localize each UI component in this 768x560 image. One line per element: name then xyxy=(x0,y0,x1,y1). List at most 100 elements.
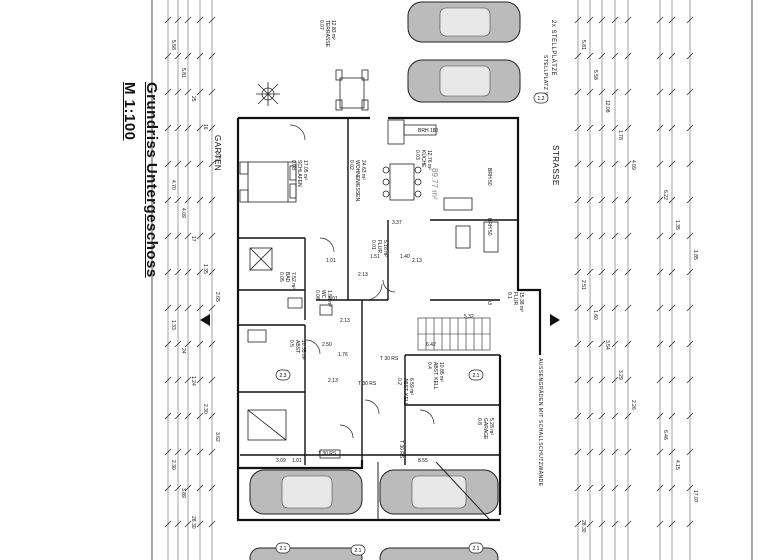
room-name: TERRASSE xyxy=(324,20,330,48)
dimension-tick xyxy=(196,304,204,312)
dimension-tick xyxy=(574,340,582,348)
dimension-tick xyxy=(611,376,619,384)
shower xyxy=(249,247,273,271)
dimension-label: 2.30 xyxy=(170,460,176,470)
dimension-tick xyxy=(574,16,582,24)
dimension-label: 2.26 xyxy=(630,400,636,410)
dimension-tick xyxy=(686,124,694,132)
dimension-tick xyxy=(184,124,192,132)
dimension-tick xyxy=(656,52,664,60)
svg-text:2.3: 2.3 xyxy=(280,373,287,379)
dimension-tick xyxy=(208,52,216,60)
dimension-tick xyxy=(668,268,676,276)
garage-lines xyxy=(377,461,491,521)
svg-text:2.1: 2.1 xyxy=(280,546,287,552)
dimension-tick xyxy=(668,124,676,132)
dimension-tick xyxy=(611,448,619,456)
sofa xyxy=(443,197,473,211)
dimension-tick xyxy=(624,412,632,420)
dimension-tick xyxy=(196,520,204,528)
dimension-tick xyxy=(611,160,619,168)
dimension-tick xyxy=(598,88,606,96)
dimension-label: 16 xyxy=(202,124,208,130)
dimension-tick xyxy=(184,16,192,24)
dimension-tick xyxy=(174,88,182,96)
room-area: 17.05 m² xyxy=(302,160,308,180)
dimension-tick xyxy=(174,520,182,528)
door-t30-b: T 30 RS xyxy=(358,381,377,387)
dimension-label: 17.07 xyxy=(692,490,698,503)
dimension-tick xyxy=(208,124,216,132)
dimension-tick xyxy=(174,340,182,348)
dimension-tick xyxy=(656,268,664,276)
dimension-label: 2.13 xyxy=(358,272,368,278)
dimension-tick xyxy=(656,16,664,24)
dimension-lines-left xyxy=(167,0,213,560)
dimension-label: 1.01 xyxy=(326,258,336,264)
dimension-tick xyxy=(184,340,192,348)
dimension-label: 1.35 xyxy=(674,220,680,230)
dimension-tick xyxy=(586,88,594,96)
dimension-tick xyxy=(208,304,216,312)
dimension-tick xyxy=(586,196,594,204)
dimension-label: 3.54 xyxy=(604,340,610,350)
dimension-tick xyxy=(586,376,594,384)
dimension-label: 28.30 xyxy=(190,516,196,529)
dimension-label: 5.32 xyxy=(464,314,474,320)
dimension-tick xyxy=(164,268,172,276)
washer xyxy=(247,329,267,343)
dimension-tick xyxy=(184,304,192,312)
room-area: 10.85 m² xyxy=(438,362,444,382)
dimension-tick xyxy=(196,448,204,456)
dimension-tick xyxy=(164,412,172,420)
dimension-tick xyxy=(164,196,172,204)
door-t30-d: T 30 RS xyxy=(318,451,337,457)
dimension-tick xyxy=(574,520,582,528)
room-area: 5.28 m² xyxy=(488,418,494,435)
dimension-tick xyxy=(598,232,606,240)
dimension-label: 6.42 xyxy=(426,342,436,348)
dimension-tick xyxy=(184,412,192,420)
dimension-tick xyxy=(208,160,216,168)
inline-labels: BRH 180 BRH 50 BRH 50 T 30 RS T 30 RS T … xyxy=(318,128,492,459)
dimension-label: 2.65 xyxy=(214,292,220,302)
dimension-tick xyxy=(574,484,582,492)
dining-table xyxy=(389,163,415,201)
dimension-label: 1.33 xyxy=(170,320,176,330)
dimension-tick xyxy=(208,340,216,348)
door-t30-a: T 30 RS xyxy=(380,356,399,362)
room-code: 0.05 xyxy=(278,272,284,282)
dimension-tick xyxy=(208,232,216,240)
room-name: KÜCHE xyxy=(420,150,427,168)
dimension-tick xyxy=(598,376,606,384)
car-bottom-1 xyxy=(249,469,363,515)
bed xyxy=(247,161,297,203)
door-swings xyxy=(289,124,435,439)
dimension-tick xyxy=(611,52,619,60)
dimension-tick xyxy=(174,232,182,240)
dimension-tick xyxy=(686,412,694,420)
dimension-tick xyxy=(184,268,192,276)
dimension-tick xyxy=(686,268,694,276)
dimension-tick xyxy=(196,88,204,96)
dimension-tick xyxy=(624,484,632,492)
dimension-tick xyxy=(686,52,694,60)
brh-50-b: BRH 50 xyxy=(486,218,492,236)
dimension-tick xyxy=(586,340,594,348)
brh-50-a: BRH 50 xyxy=(486,168,492,186)
dimension-tick xyxy=(164,88,172,96)
dimension-tick xyxy=(624,196,632,204)
dimension-label: 3.71 xyxy=(214,152,220,162)
staircase xyxy=(417,317,491,351)
dimension-tick xyxy=(574,124,582,132)
dimension-texts-left: 5.585.8125163.714.704.09171.352.651.3324… xyxy=(170,40,220,529)
dimension-tick xyxy=(611,484,619,492)
dimension-tick xyxy=(611,196,619,204)
dimension-label: 1.24 xyxy=(190,376,196,386)
room-name: ABST. KELL xyxy=(402,378,408,406)
